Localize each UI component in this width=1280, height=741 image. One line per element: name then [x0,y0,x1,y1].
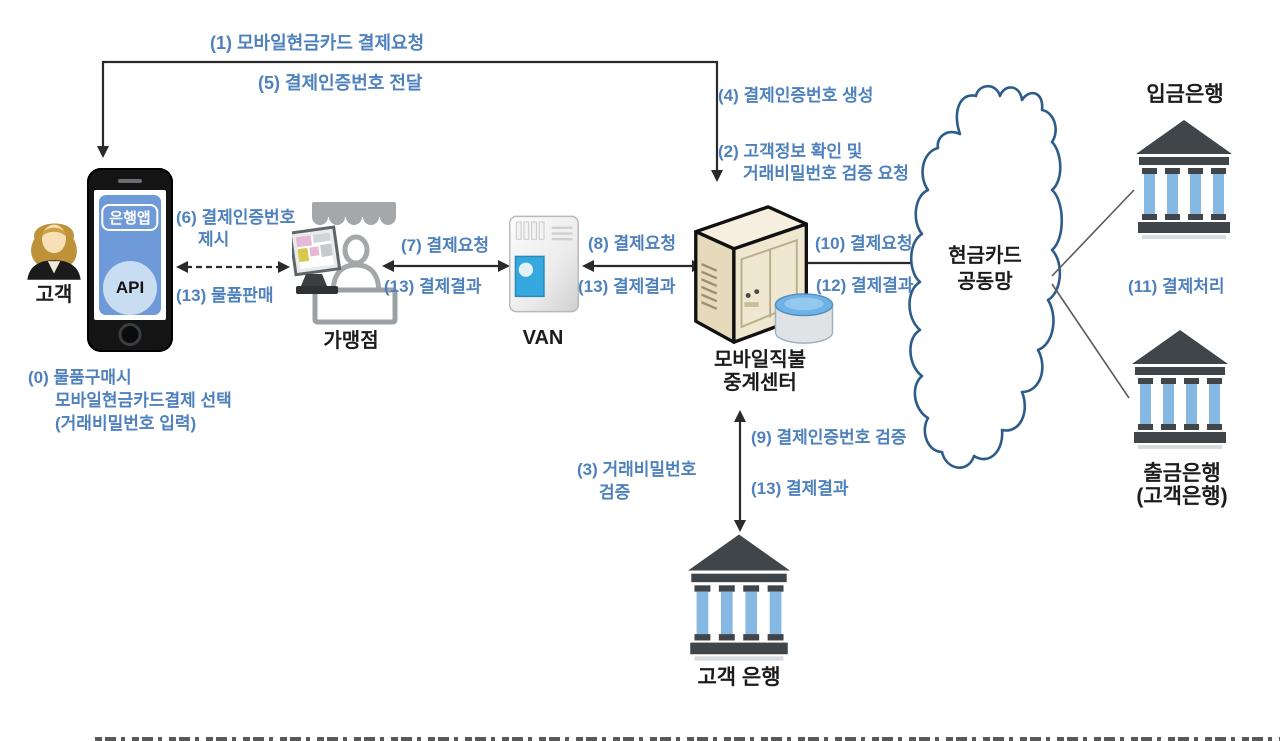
customer-bank-label: 고객 은행 [697,666,781,689]
step13-van-relay-label: (13) 결제결과 [578,277,676,296]
van-server-icon [509,215,579,313]
arrowhead-dashed-left [176,261,188,273]
cloud-label-line2: 공동망 [957,271,1013,293]
database-cylinder-icon [774,293,834,344]
step13-sale-label: (13) 물품판매 [176,286,274,305]
deposit-bank-icon [1136,120,1232,239]
link-to-withdraw-bank [1051,283,1130,399]
step1-label: (1) 모바일현금카드 결제요청 [210,33,425,53]
step6-line2: 제시 [198,230,230,249]
api-circle: API [103,261,157,315]
relay-label-line1: 모바일직불 [714,349,806,371]
van-label: VAN [522,327,564,349]
merchant-shop-icon [292,202,398,325]
top-flow-line [101,60,719,180]
arrowhead-van-left [498,260,510,272]
arrowhead-vertical-up [734,410,746,422]
cloud-label-line1: 현금카드 [948,245,1022,267]
phone-speaker [118,179,142,183]
withdraw-bank-line2: (고객은행) [1136,485,1228,508]
relay-label-line2: 중계센터 [723,372,797,394]
step3-line1: (3) 거래비밀번호 [577,460,697,479]
withdraw-bank-line1: 출금은행 [1143,462,1221,485]
step0-label: (0) 물품구매시 모바일현금카드결제 선택 (거래비밀번호 입력) [28,366,232,435]
step7-label: (7) 결제요청 [401,236,490,255]
step8-label: (8) 결제요청 [588,234,677,253]
step11-label: (11) 결제처리 [1128,277,1225,296]
step0-line3: (거래비밀번호 입력) [55,414,197,433]
step0-line2: 모바일현금카드결제 선택 [55,391,232,410]
arrowhead-merchant [382,260,394,272]
link-to-deposit-bank [1051,189,1135,277]
arrowhead-vertical-down [734,520,746,532]
cloud-bank-links [1051,189,1135,399]
step12-label: (12) 결제결과 [816,276,914,295]
step2-label: (2) 고객정보 확인 및 거래비밀번호 검증 요청 [718,141,909,185]
phone-screen: 은행앱 API [94,190,166,320]
step2-line2: 거래비밀번호 검증 요청 [743,164,909,183]
step13-merchant-van-label: (13) 결제결과 [384,277,482,296]
cropped-text-artifact [95,737,1280,741]
pos-terminal-icon [292,225,342,277]
step3-label: (3) 거래비밀번호 검증 [577,458,696,504]
merchant-label: 가맹점 [323,330,379,352]
step10-label: (10) 결제요청 [815,234,913,253]
withdraw-bank-icon [1132,330,1228,449]
mobile-phone-icon: 은행앱 API [87,168,173,352]
arrowhead-to-relay [711,170,723,182]
step2-line1: (2) 고객정보 확인 및 [718,142,863,161]
step0-line1: (0) 물품구매시 [28,368,132,387]
step9-label: (9) 결제인증번호 검증 [751,428,907,447]
arrowhead-dashed-right [278,261,290,273]
customer-bank-icon [688,534,790,661]
step6-line1: (6) 결제인증번호 [176,208,296,227]
withdraw-bank-label: 출금은행 (고객은행) [1130,462,1234,508]
cash-card-network-cloud [908,84,1064,469]
arrowhead-van-right [582,260,594,272]
bank-app-label: 은행앱 [101,204,159,231]
customer-avatar-icon [27,223,81,280]
bank-app-panel: 은행앱 API [97,193,163,317]
cloud-label: 현금카드 공동망 [925,243,1045,295]
deposit-bank-label: 입금은행 [1146,83,1224,106]
step3-line2: 검증 [599,483,631,502]
customer-label: 고객 [35,284,73,306]
step4-label: (4) 결제인증번호 생성 [718,86,874,105]
relay-center-label: 모바일직불 중계센터 [700,349,820,395]
step6-label: (6) 결제인증번호 제시 [176,207,295,251]
step5-label: (5) 결제인증번호 전달 [258,73,423,93]
step13-relay-bank-label: (13) 결제결과 [751,479,849,498]
arrowhead-to-phone [97,146,109,158]
phone-home-button [118,323,142,346]
